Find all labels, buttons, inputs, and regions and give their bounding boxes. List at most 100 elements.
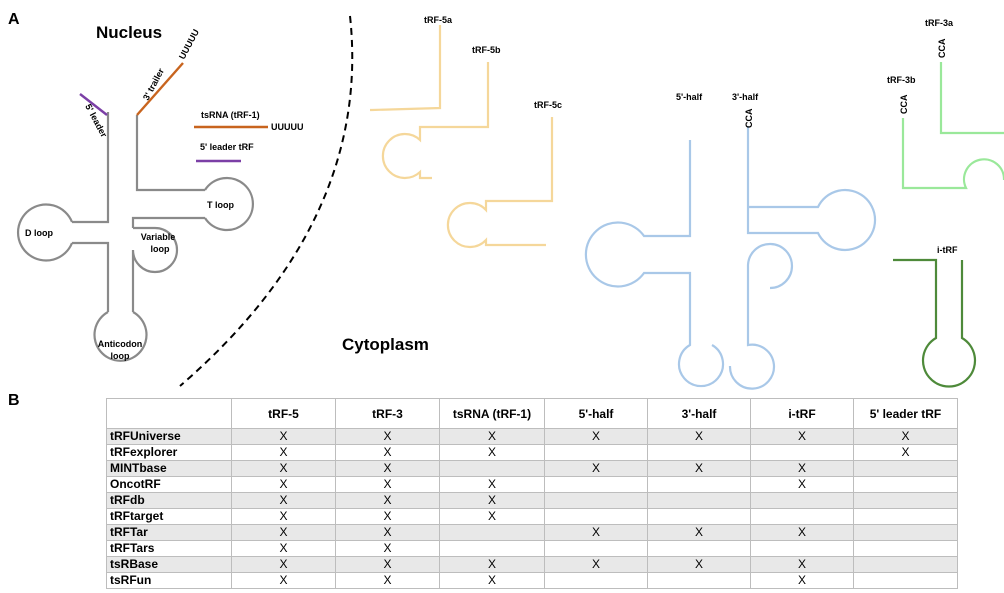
support-cell xyxy=(544,476,648,493)
support-cell xyxy=(647,476,751,493)
support-cell: X xyxy=(335,460,440,477)
support-cell: X xyxy=(439,508,545,525)
support-cell xyxy=(750,444,854,461)
support-cell xyxy=(647,492,751,509)
support-cell: X xyxy=(544,428,648,445)
support-cell: X xyxy=(335,492,440,509)
trf3a-label: tRF-3a xyxy=(925,18,954,28)
support-cell: X xyxy=(335,508,440,525)
support-cell: X xyxy=(647,524,751,541)
support-cell xyxy=(750,540,854,557)
trna-structure xyxy=(16,112,255,362)
support-cell: X xyxy=(750,476,854,493)
support-cell: X xyxy=(335,556,440,573)
support-cell: X xyxy=(750,572,854,589)
database-name-cell: tRFTar xyxy=(106,524,232,541)
nuclear-envelope-boundary xyxy=(179,15,354,387)
trna-diagram-svg: A Nucleus 5' leader 3' trailer UUUUU D l… xyxy=(8,11,1004,390)
variable-loop xyxy=(131,226,179,274)
support-cell: X xyxy=(853,428,958,445)
trf3a-cca-label: CCA xyxy=(937,38,947,58)
database-name-cell: tRFTars xyxy=(106,540,232,557)
itrf-label: i-tRF xyxy=(937,245,958,255)
support-cell: X xyxy=(750,556,854,573)
database-comparison-table: tRF-5 tRF-3 tsRNA (tRF-1) 5'-half 3'-hal… xyxy=(106,398,958,589)
database-name-cell: MINTbase xyxy=(106,460,232,477)
trailer-tail-label: UUUUU xyxy=(177,28,201,61)
support-cell xyxy=(750,492,854,509)
support-cell: X xyxy=(750,460,854,477)
support-cell xyxy=(853,492,958,509)
support-cell: X xyxy=(335,524,440,541)
anticodon-loop-label-1: Anticodon xyxy=(98,339,143,349)
d-loop-label: D loop xyxy=(25,228,53,238)
variable-loop-label-1: Variable xyxy=(141,232,176,242)
trf3-fragments xyxy=(901,62,1004,190)
support-cell: X xyxy=(439,428,545,445)
column-header: 5'-half xyxy=(544,398,648,429)
support-cell: X xyxy=(335,572,440,589)
trailer-line xyxy=(136,62,184,116)
support-cell xyxy=(439,524,545,541)
support-cell: X xyxy=(750,428,854,445)
t-loop xyxy=(204,176,255,232)
support-cell: X xyxy=(544,460,648,477)
support-cell: X xyxy=(335,444,440,461)
panel-b-label: B xyxy=(8,392,20,409)
column-header: i-tRF xyxy=(750,398,854,429)
anticodon-loop xyxy=(93,311,148,362)
support-cell xyxy=(544,492,648,509)
support-cell: X xyxy=(231,476,336,493)
trf5c-label: tRF-5c xyxy=(534,100,562,110)
support-cell: X xyxy=(231,524,336,541)
support-cell: X xyxy=(335,428,440,445)
trf5a-label: tRF-5a xyxy=(424,15,453,25)
column-header: tsRNA (tRF-1) xyxy=(439,398,545,429)
support-cell xyxy=(439,460,545,477)
tsrna-tail-label: UUUUU xyxy=(271,122,304,132)
support-cell: X xyxy=(439,476,545,493)
support-cell: X xyxy=(647,428,751,445)
d-loop xyxy=(16,203,74,262)
support-cell: X xyxy=(647,556,751,573)
support-cell xyxy=(750,508,854,525)
t-loop-label: T loop xyxy=(207,200,234,210)
support-cell xyxy=(544,508,648,525)
support-cell: X xyxy=(647,460,751,477)
support-cell xyxy=(853,524,958,541)
column-header: tRF-5 xyxy=(231,398,336,429)
support-cell: X xyxy=(231,428,336,445)
support-cell: X xyxy=(439,492,545,509)
database-name-cell: tRFexplorer xyxy=(106,444,232,461)
cytoplasm-label: Cytoplasm xyxy=(342,335,429,354)
support-cell xyxy=(544,540,648,557)
column-header: 5' leader tRF xyxy=(853,398,958,429)
table-header-row: tRF-5 tRF-3 tsRNA (tRF-1) 5'-half 3'-hal… xyxy=(106,398,958,429)
trf5b-shape xyxy=(381,62,490,180)
itrf-shape xyxy=(893,258,977,388)
t-stem-bottom xyxy=(131,216,205,228)
acceptor-stem-3 xyxy=(135,115,205,192)
half3-shape xyxy=(746,126,877,252)
support-cell xyxy=(853,572,958,589)
support-cell: X xyxy=(335,540,440,557)
database-name-cell: tRFdb xyxy=(106,492,232,509)
support-cell: X xyxy=(544,556,648,573)
trf-database-table: tRF-5 tRF-3 tsRNA (tRF-1) 5'-half 3'-hal… xyxy=(106,398,958,589)
trf5c-shape xyxy=(446,117,554,249)
variable-loop-label-2: loop xyxy=(151,244,170,254)
support-cell xyxy=(853,540,958,557)
support-cell xyxy=(853,460,958,477)
nucleus-label: Nucleus xyxy=(96,23,162,42)
support-cell xyxy=(647,540,751,557)
acceptor-stem-5 xyxy=(72,112,110,224)
support-cell: X xyxy=(231,540,336,557)
